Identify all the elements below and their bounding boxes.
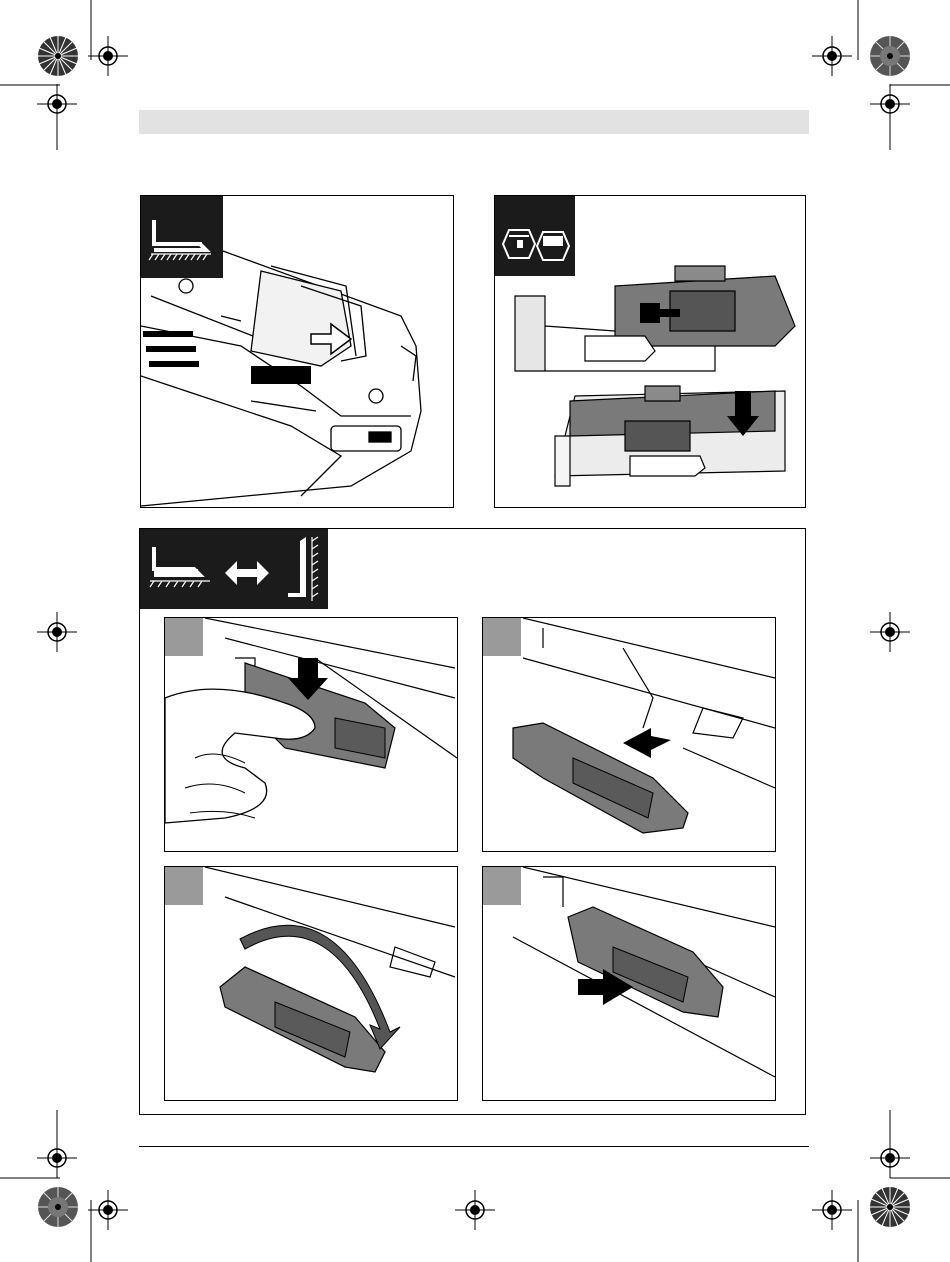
figure-charger-bracket — [494, 195, 806, 508]
step-panel-3-rotate — [164, 866, 458, 1101]
color-target-icon — [36, 1185, 80, 1229]
reg-mark-icon — [812, 36, 852, 76]
footer-rule — [139, 1146, 809, 1147]
figure-mount-conversion — [139, 528, 806, 1115]
color-target-icon — [36, 34, 80, 78]
reg-mark-icon — [88, 36, 128, 76]
reg-mark-icon — [455, 1190, 495, 1230]
flat-wall-switch-icon — [140, 529, 328, 609]
reg-mark-icon — [37, 1138, 77, 1178]
figure-charger-flat — [140, 195, 454, 508]
reg-mark-icon — [812, 1190, 852, 1230]
page-header-bar — [139, 110, 809, 134]
reg-mark-icon — [870, 1138, 910, 1178]
bracket-drawing — [495, 196, 805, 507]
reg-mark-icon — [88, 1190, 128, 1230]
step-panel-2-pull-out — [482, 617, 776, 852]
reg-mark-icon — [37, 84, 77, 124]
color-target-icon — [868, 1185, 912, 1229]
push-arrow-icon — [623, 728, 671, 758]
reg-mark-icon — [870, 612, 910, 652]
reg-mark-icon — [37, 612, 77, 652]
charger-drawing — [141, 196, 453, 507]
step-panel-4-insert — [482, 866, 776, 1101]
reg-mark-icon — [870, 84, 910, 124]
step-panel-1-press-clip — [164, 617, 458, 852]
color-target-icon — [868, 34, 912, 78]
